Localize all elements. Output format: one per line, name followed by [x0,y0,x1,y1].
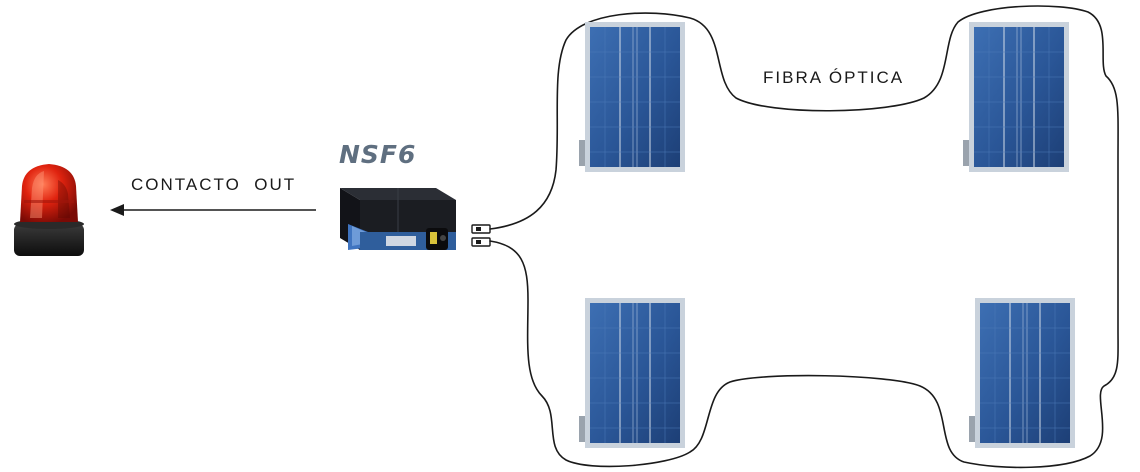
solar-panel-bottom-right [969,298,1075,448]
red-beacon-light-icon [14,164,84,256]
fiber-optic-label: FIBRA ÓPTICA [763,68,905,87]
fiber-connector-icon [471,224,491,247]
contact-out-label: CONTACTO OUT [131,175,297,194]
solar-panel-top-left [579,22,685,172]
device-label: NSF6 [339,140,417,169]
contact-out-arrow [110,204,316,216]
solar-panel-bottom-left [579,298,685,448]
solar-panel-top-right [963,22,1069,172]
nsf6-sensor-unit-icon [340,188,456,250]
fiber-optic-cable [489,5,1119,469]
